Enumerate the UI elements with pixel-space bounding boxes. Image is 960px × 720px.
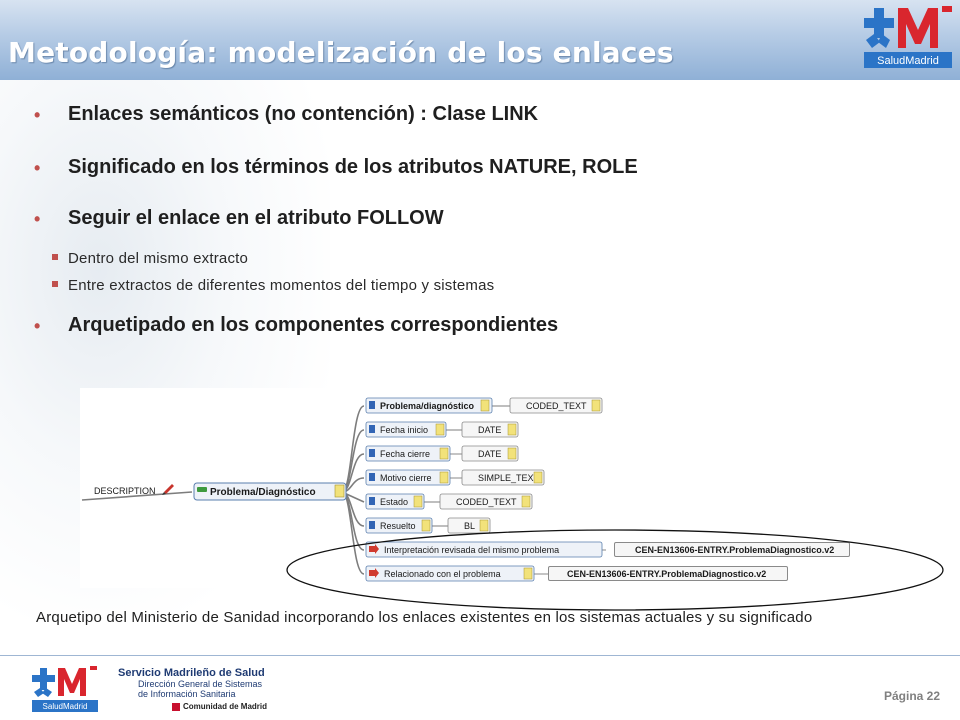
- org-name: Servicio Madrileño de Salud: [118, 667, 265, 679]
- mindmap-child-node: Motivo cierre SIMPLE_TEXT: [365, 469, 545, 486]
- comunidad-logo: Comunidad de Madrid: [172, 702, 267, 711]
- bullet-dot-icon: •: [34, 158, 41, 178]
- child-type: CODED_TEXT: [526, 401, 587, 411]
- mindmap-child-node: Problema/diagnóstico CODED_TEXT: [365, 397, 603, 414]
- bullet-text: Seguir el enlace en el atributo FOLLOW: [68, 207, 444, 229]
- mindmap-root-label: DESCRIPTION: [94, 486, 156, 496]
- dept-line-2: de Información Sanitaria: [138, 689, 236, 699]
- page-number: Página 22: [884, 689, 941, 703]
- child-label: Fecha inicio: [380, 425, 428, 435]
- salud-madrid-logo: SaludMadrid: [864, 6, 952, 68]
- mindmap-child-node: Resuelto BL: [365, 517, 491, 534]
- child-label: Resuelto: [380, 521, 416, 531]
- flag-icon: [172, 702, 180, 711]
- logo-text: SaludMadrid: [877, 55, 939, 67]
- sub-bullet-text: Dentro del mismo extracto: [68, 250, 249, 267]
- child-label: Relacionado con el problema: [384, 569, 501, 579]
- child-type: CODED_TEXT: [456, 497, 517, 507]
- footer-salud-madrid-logo: SaludMadrid: [32, 666, 98, 712]
- footer-logo-text: SaludMadrid: [43, 702, 88, 711]
- child-type: DATE: [478, 449, 501, 459]
- bullet-dot-icon: •: [34, 316, 41, 336]
- child-label: Estado: [380, 497, 408, 507]
- mindmap-child-node: Fecha inicio DATE: [365, 421, 519, 438]
- child-type: BL: [464, 521, 475, 531]
- main-node-label: Problema/Diagnóstico: [210, 487, 316, 498]
- mindmap-main-node: Problema/Diagnóstico: [193, 482, 347, 501]
- mindmap-child-node: Estado CODED_TEXT: [365, 493, 533, 510]
- square-bullet-icon: [52, 254, 58, 261]
- mindmap-child-node: Fecha cierre DATE: [365, 445, 519, 462]
- bullet-dot-icon: •: [34, 105, 41, 125]
- sub-bullet-text: Entre extractos de diferentes momentos d…: [68, 277, 495, 294]
- highlight-ellipse: [286, 529, 944, 611]
- bullet-text: Arquetipado en los componentes correspon…: [68, 314, 559, 336]
- child-label: Motivo cierre: [380, 473, 432, 483]
- link-target-label: CEN-EN13606-ENTRY.ProblemaDiagnostico.v2: [567, 569, 767, 579]
- bullet-dot-icon: •: [34, 209, 41, 229]
- slide-title: Metodología: modelización de los enlaces: [8, 36, 674, 69]
- mindmap-link-node: Interpretación revisada del mismo proble…: [365, 541, 603, 558]
- archetype-mindmap: DESCRIPTION Problema/Diagnóstico Problem…: [80, 388, 614, 588]
- dept-line-1: Dirección General de Sistemas: [138, 679, 263, 689]
- footer-divider: [0, 655, 960, 656]
- bullet-text: Enlaces semánticos (no contención) : Cla…: [68, 103, 539, 125]
- child-type: DATE: [478, 425, 501, 435]
- comunidad-text: Comunidad de Madrid: [183, 702, 267, 711]
- mindmap-link-node: Relacionado con el problema: [365, 565, 535, 582]
- bullet-text: Significado en los términos de los atrib…: [68, 156, 638, 178]
- sub-bullet-item: Entre extractos de diferentes momentos d…: [52, 277, 494, 294]
- link-target-box: CEN-EN13606-ENTRY.ProblemaDiagnostico.v2: [548, 566, 788, 581]
- child-label: Problema/diagnóstico: [380, 401, 475, 411]
- link-target-box: CEN-EN13606-ENTRY.ProblemaDiagnostico.v2: [614, 542, 850, 557]
- sub-bullet-item: Dentro del mismo extracto: [52, 250, 248, 267]
- square-bullet-icon: [52, 281, 58, 288]
- slide-header: Metodología: modelización de los enlaces…: [0, 0, 960, 80]
- link-target-label: CEN-EN13606-ENTRY.ProblemaDiagnostico.v2: [635, 545, 835, 555]
- child-type: SIMPLE_TEXT: [478, 473, 540, 483]
- child-label: Interpretación revisada del mismo proble…: [384, 545, 559, 555]
- child-label: Fecha cierre: [380, 449, 430, 459]
- pencil-icon: [162, 484, 174, 495]
- figure-caption: Arquetipo del Ministerio de Sanidad inco…: [36, 609, 813, 626]
- footer-org-block: Servicio Madrileño de Salud Dirección Ge…: [118, 667, 265, 699]
